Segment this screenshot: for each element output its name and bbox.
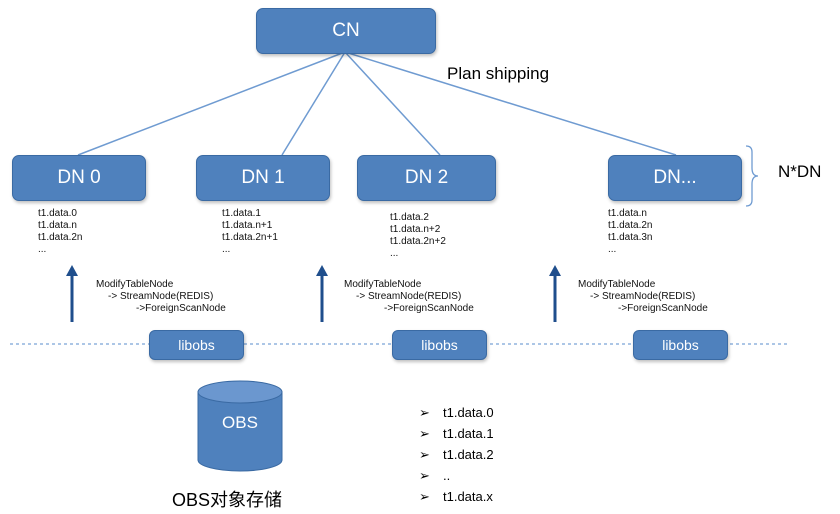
data-item: t1.data.3n xyxy=(608,232,653,243)
list-item: ➢ t1.data.0 xyxy=(419,402,494,423)
dn-node-1: DN 1 xyxy=(196,155,330,201)
arrow-bullet-icon: ➢ xyxy=(419,405,430,420)
node-chain-1: ModifyTableNode -> StreamNode(REDIS) ->F… xyxy=(96,279,226,315)
node-chain-line: ->ForeignScanNode xyxy=(384,303,474,314)
list-item: ➢ t1.data.2 xyxy=(419,444,494,465)
file-name: t1.data.x xyxy=(443,489,493,504)
list-item: ➢ t1.data.1 xyxy=(419,423,494,444)
node-chain-line: ModifyTableNode xyxy=(96,279,174,290)
dn-label: DN 2 xyxy=(404,167,449,188)
obs-cylinder-icon xyxy=(197,380,283,472)
data-item: ... xyxy=(608,244,617,255)
data-item: t1.data.2n+1 xyxy=(222,232,278,243)
file-name: t1.data.0 xyxy=(443,405,494,420)
connector-cn-dn2 xyxy=(344,51,441,156)
list-item: ➢ t1.data.x xyxy=(419,486,494,507)
dn-label: DN 0 xyxy=(57,167,101,188)
data-item: t1.data.1 xyxy=(222,208,261,219)
plan-shipping-label: Plan shipping xyxy=(447,64,550,83)
node-chain-line: -> StreamNode(REDIS) xyxy=(356,291,462,302)
up-arrow-1 xyxy=(66,265,78,322)
up-arrow-3 xyxy=(549,265,561,322)
data-item: t1.data.n+1 xyxy=(222,220,273,231)
libobs-label: libobs xyxy=(421,337,458,353)
file-name: t1.data.2 xyxy=(443,447,494,462)
dn1-data-list: t1.data.1 t1.data.n+1 t1.data.2n+1 ... xyxy=(222,208,278,256)
arrow-bullet-icon: ➢ xyxy=(419,447,430,462)
libobs-box-3: libobs xyxy=(633,330,728,360)
node-chain-3: ModifyTableNode -> StreamNode(REDIS) ->F… xyxy=(578,279,708,315)
libobs-box-2: libobs xyxy=(392,330,487,360)
data-item: t1.data.2 xyxy=(390,212,429,223)
dnn-data-list: t1.data.n t1.data.2n t1.data.3n ... xyxy=(608,208,652,256)
up-arrow-2 xyxy=(316,265,328,322)
obs-label: OBS xyxy=(222,413,258,432)
brace-n-dn xyxy=(745,145,759,207)
libobs-label: libobs xyxy=(178,337,215,353)
obs-file-list: ➢ t1.data.0 ➢ t1.data.1 ➢ t1.data.2 ➢.. ➢ t1… xyxy=(419,402,494,507)
connector-cn-dn0 xyxy=(77,51,346,156)
obs-caption: OBS对象存储 xyxy=(172,490,283,510)
connector-cn-dn1 xyxy=(281,51,346,156)
node-chain-line: ->ForeignScanNode xyxy=(618,303,708,314)
data-item: t1.data.2n xyxy=(38,232,83,243)
data-item: ... xyxy=(38,244,47,255)
data-item: ... xyxy=(390,248,399,259)
data-item: t1.data.n xyxy=(608,208,647,219)
libobs-box-1: libobs xyxy=(149,330,244,360)
cn-node: CN xyxy=(256,8,436,54)
dn-node-2: DN 2 xyxy=(357,155,496,201)
data-item: t1.data.2n+2 xyxy=(390,236,446,247)
dn2-data-list: t1.data.2 t1.data.n+2 t1.data.2n+2 ... xyxy=(390,212,446,260)
dn0-data-list: t1.data.0 t1.data.n t1.data.2n ... xyxy=(38,208,82,256)
libobs-label: libobs xyxy=(662,337,699,353)
connector-cn-dnn xyxy=(344,51,677,156)
cn-label: CN xyxy=(332,20,360,41)
file-name: t1.data.1 xyxy=(443,426,494,441)
list-item: ➢.. xyxy=(419,465,494,486)
arrow-bullet-icon: ➢ xyxy=(419,468,430,483)
data-item: t1.data.0 xyxy=(38,208,77,219)
arrow-bullet-icon: ➢ xyxy=(419,426,430,441)
data-item: t1.data.2n xyxy=(608,220,653,231)
data-item: t1.data.n xyxy=(38,220,77,231)
data-item: ... xyxy=(222,244,231,255)
dn-label: DN... xyxy=(653,167,697,188)
node-chain-line: ModifyTableNode xyxy=(578,279,656,290)
node-chain-line: -> StreamNode(REDIS) xyxy=(108,291,214,302)
data-item: t1.data.n+2 xyxy=(390,224,441,235)
dn-label: DN 1 xyxy=(241,167,285,188)
n-dn-label: N*DN xyxy=(778,162,822,181)
dn-node-n: DN... xyxy=(608,155,742,201)
node-chain-line: ->ForeignScanNode xyxy=(136,303,226,314)
arrow-bullet-icon: ➢ xyxy=(419,489,430,504)
node-chain-line: -> StreamNode(REDIS) xyxy=(590,291,696,302)
node-chain-2: ModifyTableNode -> StreamNode(REDIS) ->F… xyxy=(344,279,474,315)
dn-node-0: DN 0 xyxy=(12,155,146,201)
node-chain-line: ModifyTableNode xyxy=(344,279,422,290)
file-name: .. xyxy=(443,468,451,483)
